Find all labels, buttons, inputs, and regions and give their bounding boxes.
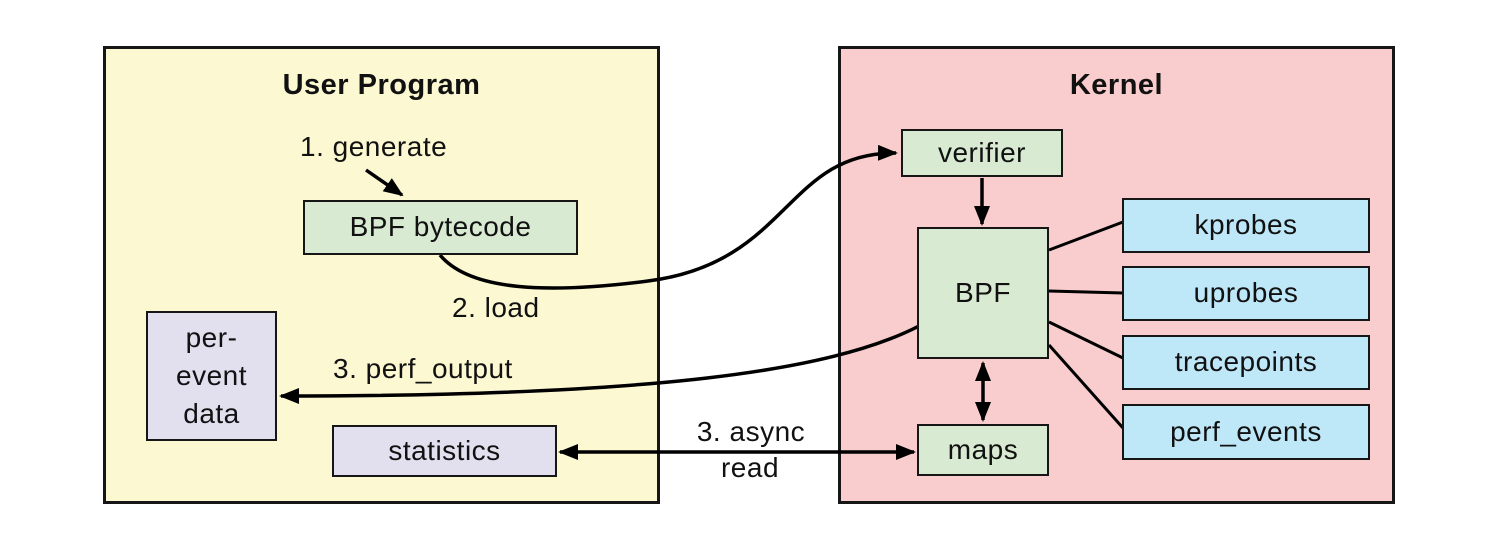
node-perf-events-label: perf_events	[1170, 415, 1322, 447]
node-maps-label: maps	[947, 433, 1019, 465]
node-statistics-label: statistics	[388, 434, 501, 466]
node-uprobes-label: uprobes	[1193, 277, 1299, 309]
node-bpf-bytecode: BPF bytecode	[303, 200, 578, 255]
node-verifier-label: verifier	[937, 136, 1026, 168]
node-bpf: BPF	[917, 227, 1049, 359]
node-maps: maps	[917, 424, 1049, 476]
node-bpf-bytecode-label: BPF bytecode	[349, 211, 532, 243]
label-generate: 1. generate	[300, 131, 448, 162]
node-per-event-data-label: per- event data	[176, 321, 247, 430]
node-uprobes: uprobes	[1122, 266, 1370, 321]
label-async-read-line1: 3. async	[696, 416, 806, 447]
node-verifier: verifier	[901, 129, 1063, 177]
node-statistics: statistics	[332, 425, 557, 477]
user-program-title: User Program	[282, 69, 481, 101]
node-bpf-label: BPF	[955, 276, 1011, 308]
node-perf-events: perf_events	[1122, 404, 1370, 460]
node-kprobes: kprobes	[1122, 198, 1370, 253]
kernel-title: Kernel	[1069, 69, 1164, 101]
label-perf-output: 3. perf_output	[333, 353, 513, 384]
node-tracepoints: tracepoints	[1122, 335, 1370, 390]
node-kprobes-label: kprobes	[1194, 209, 1298, 241]
label-load: 2. load	[452, 292, 540, 323]
node-per-event-data: per- event data	[146, 311, 277, 441]
node-tracepoints-label: tracepoints	[1174, 346, 1318, 378]
label-async-read-line2: read	[720, 452, 780, 483]
